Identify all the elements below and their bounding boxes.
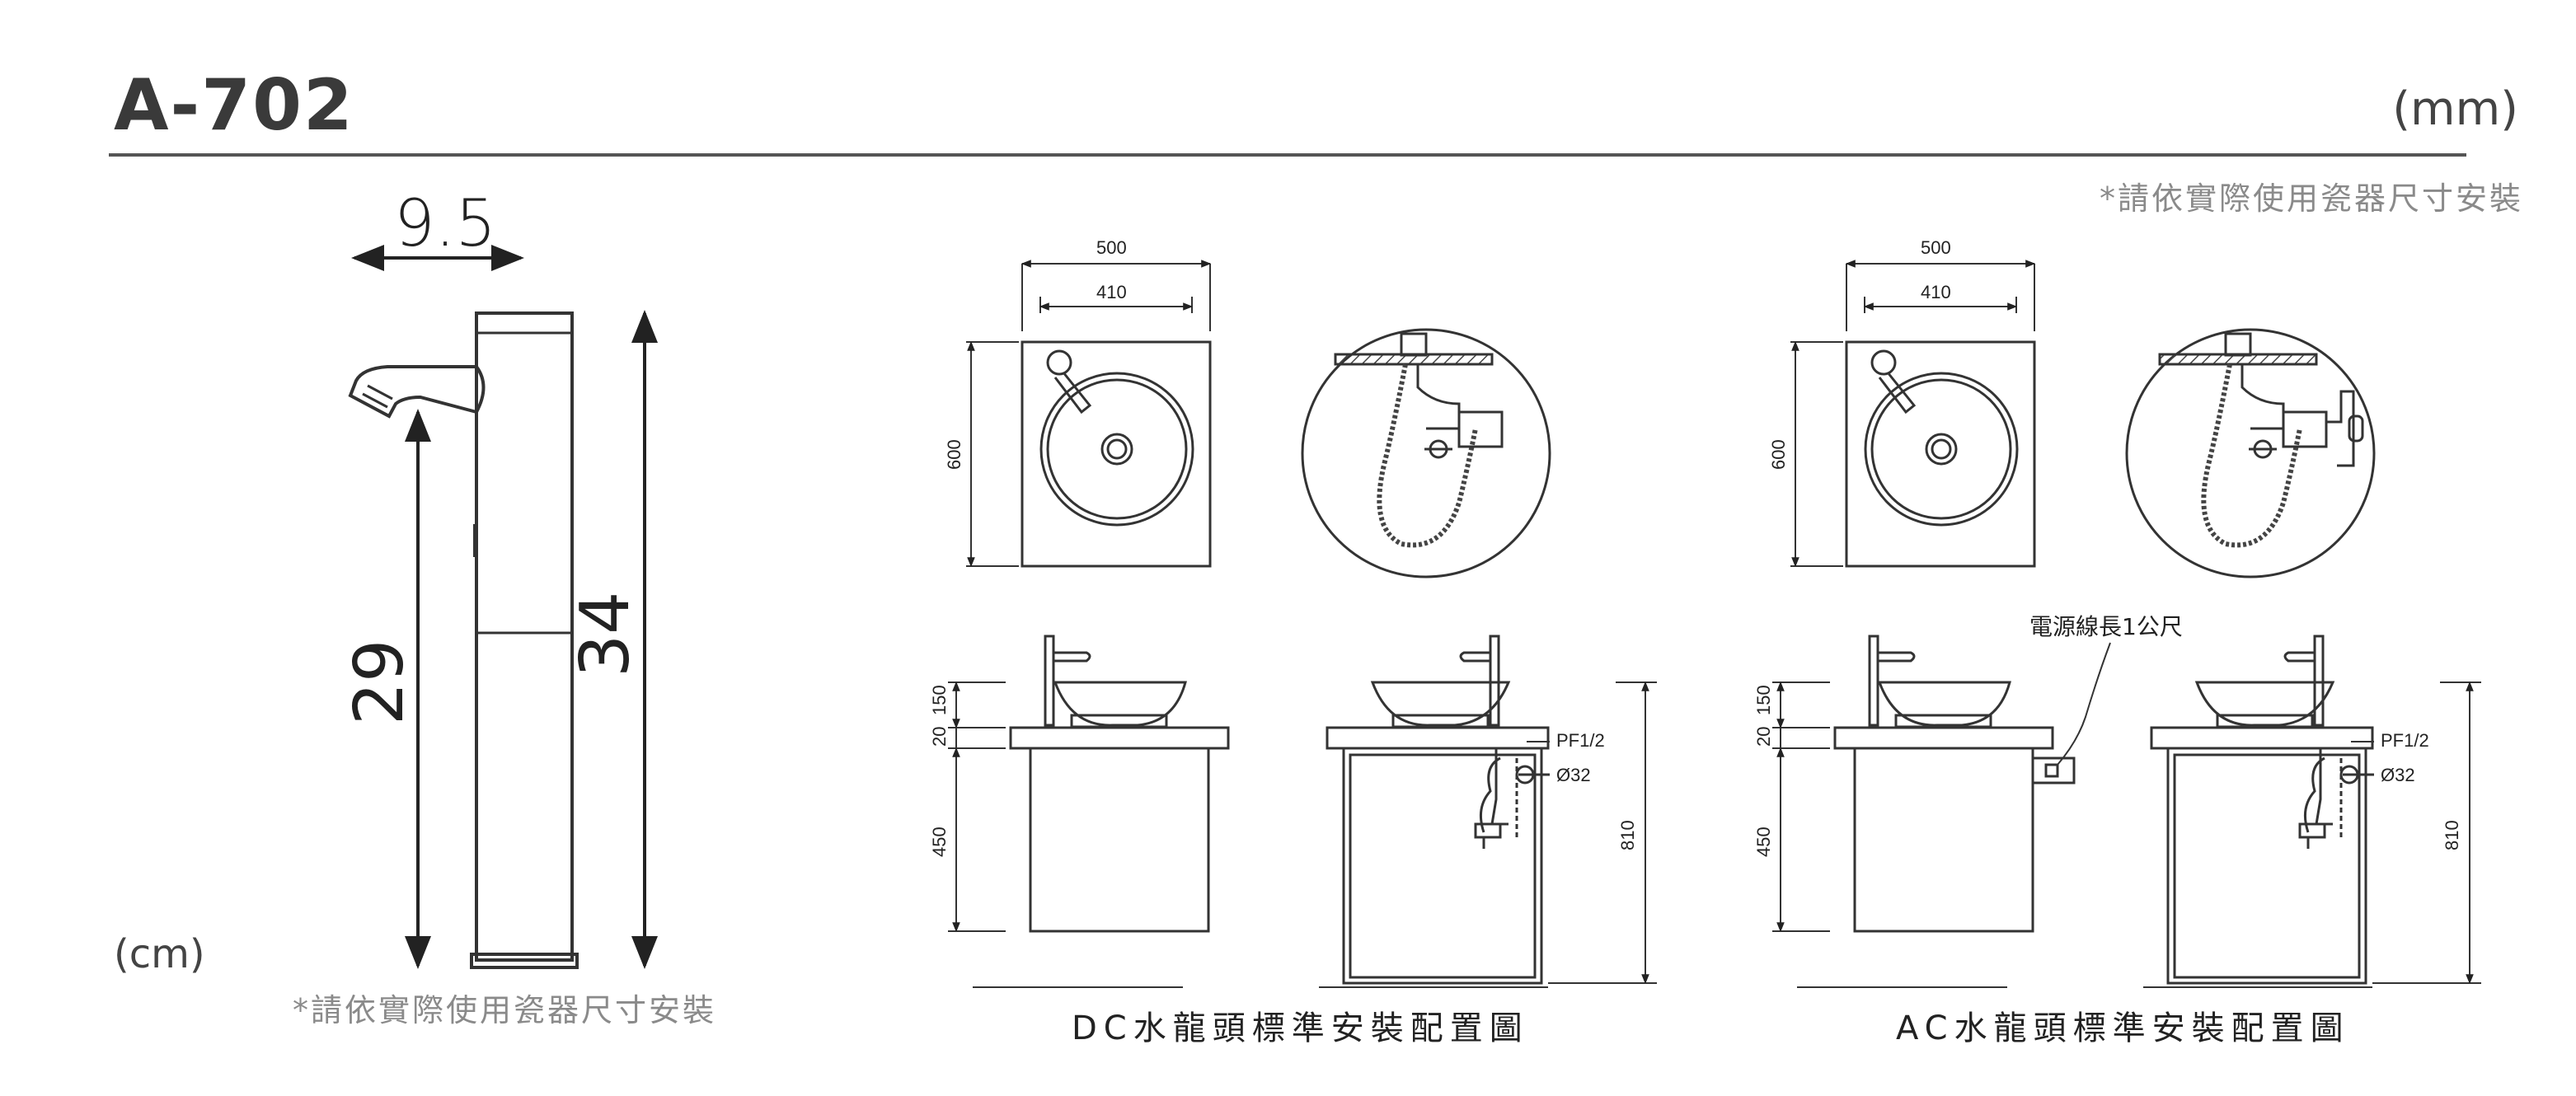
- ac-pipe-spec-2: Ø32: [2381, 765, 2415, 785]
- dc-total-height-label: 810: [1617, 820, 1638, 850]
- ac-depth-label: 600: [1768, 439, 1789, 470]
- dc-layout-caption: DC水龍頭標準安裝配置圖: [1072, 1009, 1529, 1047]
- faucet-total-height-label: 34: [566, 592, 645, 677]
- ac-top-view: [1790, 260, 2036, 568]
- header-divider: [109, 153, 2466, 157]
- dc-basin-width-label: 410: [1096, 282, 1127, 302]
- faucet-spout-height-label: 29: [340, 639, 419, 725]
- faucet-body: [475, 311, 574, 962]
- faucet-side-view: [348, 245, 658, 969]
- ac-cable-note: 電源線長1公尺: [2029, 613, 2183, 640]
- ac-detail-view: [2125, 328, 2376, 578]
- dc-depth-label: 600: [944, 439, 964, 470]
- dc-pipe-spec-2: Ø32: [1556, 765, 1591, 785]
- dc-top-view: [966, 260, 1212, 568]
- dc-height-20-label: 20: [929, 727, 950, 747]
- ac-top-width-label: 500: [1921, 237, 1951, 258]
- install-note-top: *請依實際使用瓷器尺寸安裝: [2099, 180, 2523, 217]
- dc-front-view: [948, 635, 1230, 988]
- model-title: A-702: [114, 64, 354, 147]
- ac-pipe-spec-1: PF1/2: [2381, 730, 2429, 751]
- faucet-spout: [348, 365, 477, 419]
- ac-height-150-label: 150: [1753, 685, 1774, 715]
- dc-height-150-label: 150: [929, 685, 950, 715]
- dc-side-view: [1319, 635, 1657, 988]
- ac-basin-width-label: 410: [1921, 282, 1951, 302]
- faucet-base: [470, 953, 579, 969]
- faucet-width-label: 9.5: [394, 187, 496, 261]
- dc-top-width-label: 500: [1096, 237, 1127, 258]
- ac-height-450-label: 450: [1753, 827, 1774, 857]
- ac-height-20-label: 20: [1753, 727, 1774, 747]
- install-note-bottom: *請依實際使用瓷器尺寸安裝: [293, 992, 717, 1028]
- ac-side-view: [2143, 635, 2481, 988]
- dc-pipe-spec-1: PF1/2: [1556, 730, 1605, 751]
- ac-front-view: [1772, 635, 2111, 988]
- dc-height-450-label: 450: [929, 827, 950, 857]
- ac-layout-caption: AC水龍頭標準安裝配置圖: [1896, 1009, 2350, 1047]
- dc-detail-view: [1301, 328, 1551, 578]
- unit-mm-label: (mm): [2392, 82, 2518, 136]
- ac-total-height-label: 810: [2442, 820, 2462, 850]
- unit-cm-label: (cm): [114, 931, 205, 977]
